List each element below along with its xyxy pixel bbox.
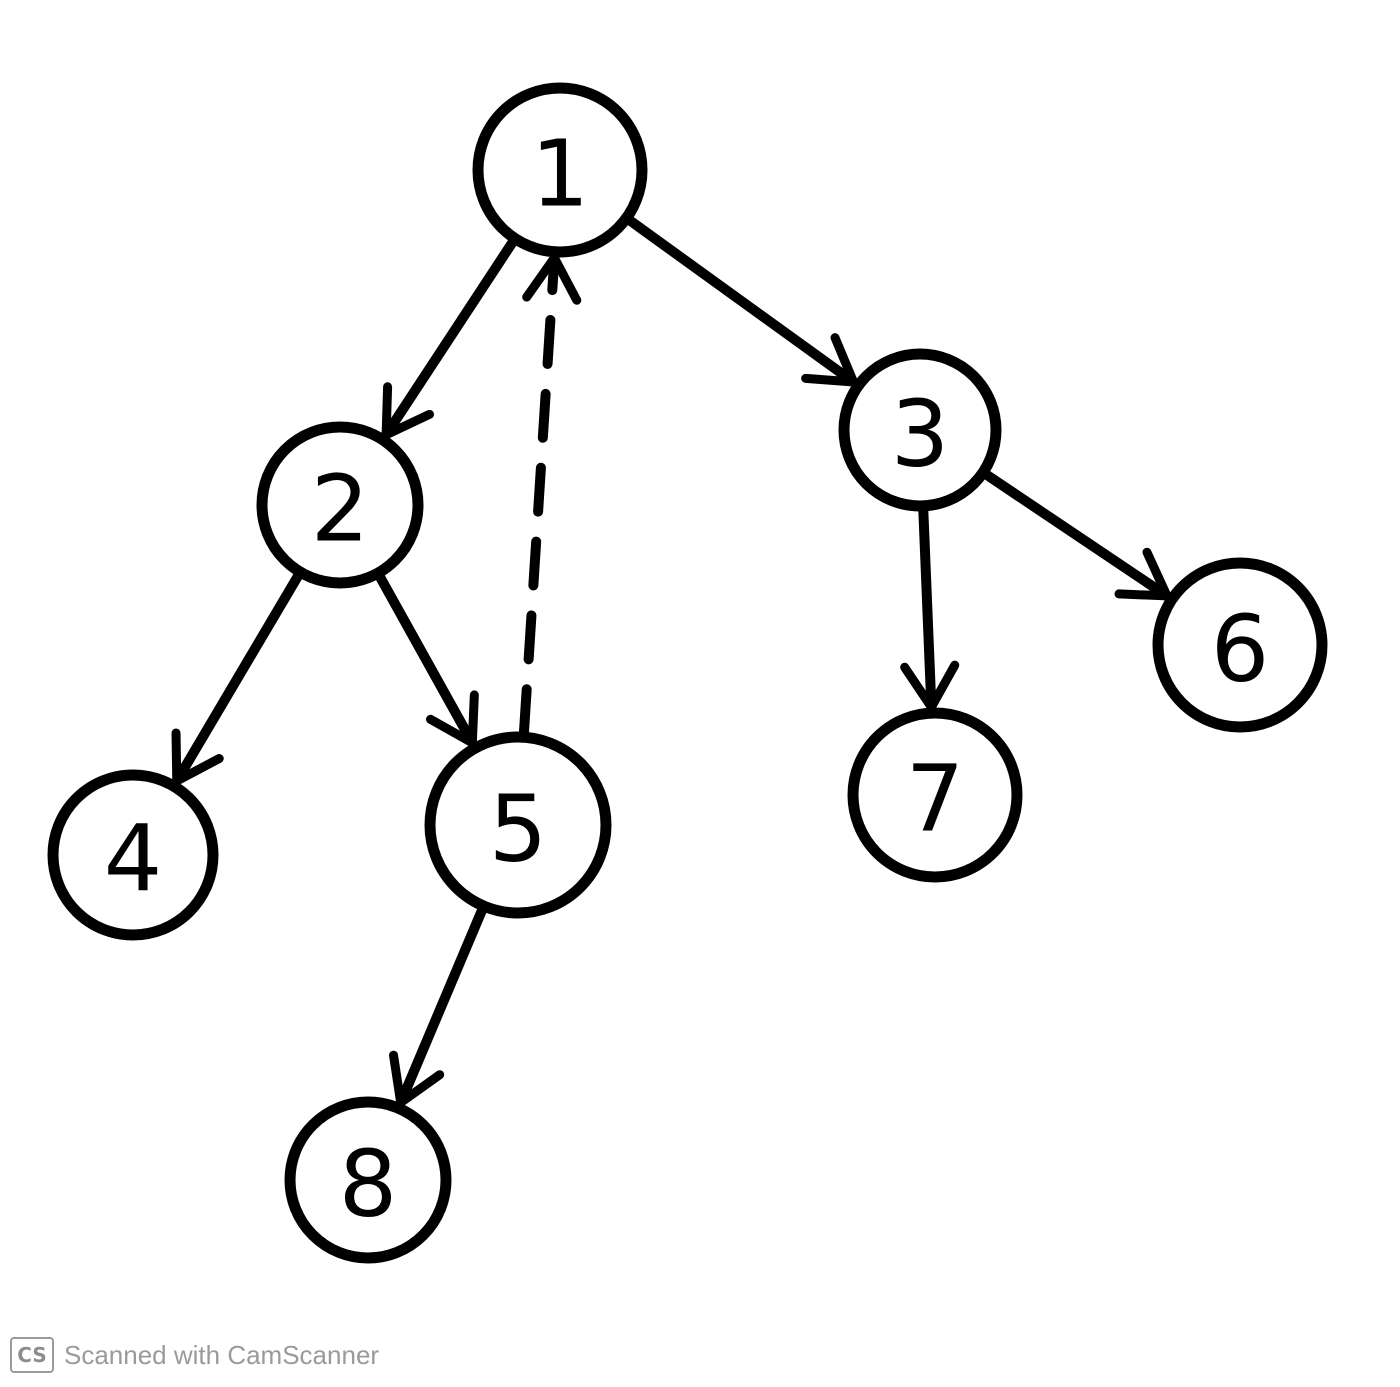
node-5: 5 (424, 731, 612, 919)
node-label: 8 (339, 1131, 398, 1238)
node-circle (838, 348, 1002, 512)
edge-line (981, 469, 1172, 601)
edge-1-to-3 (624, 215, 859, 387)
edge-line (518, 252, 560, 739)
node-circle (472, 82, 648, 258)
node-circle (256, 421, 424, 589)
node-7: 7 (847, 707, 1023, 883)
arrowhead-icon (522, 253, 582, 305)
node-6: 6 (1152, 557, 1328, 733)
node-label: 6 (1211, 596, 1270, 703)
edge-line (918, 504, 937, 713)
edge-line (395, 904, 488, 1108)
watermark-text: Scanned with CamScanner (64, 1339, 380, 1370)
node-2: 2 (256, 421, 424, 589)
edge-3-to-7 (900, 504, 960, 713)
edge-5-to-1 (518, 252, 582, 739)
node-circle (847, 707, 1023, 883)
arrowhead-icon (171, 728, 224, 786)
node-label: 4 (104, 806, 163, 913)
edge-line (171, 570, 304, 786)
edge-line (624, 215, 859, 387)
nodes-layer: 1 2 3 4 5 6 7 8 (47, 82, 1328, 1264)
node-8: 8 (284, 1096, 452, 1264)
node-circle (47, 769, 219, 941)
node-label: 2 (311, 456, 370, 563)
edges-layer (171, 215, 1172, 1108)
edge-line (374, 571, 478, 748)
arrowhead-icon (801, 333, 859, 387)
arrowhead-icon (900, 660, 960, 712)
node-label: 3 (891, 381, 950, 488)
edge-2-to-4 (171, 570, 304, 786)
node-label: 5 (489, 776, 548, 883)
arrowhead-icon (1114, 547, 1172, 601)
arrowhead-icon (381, 382, 435, 440)
camscanner-logo-icon: CS (10, 1337, 54, 1373)
arrowhead-icon (389, 1050, 445, 1108)
node-1: 1 (472, 82, 648, 258)
node-circle (424, 731, 612, 919)
edge-5-to-8 (389, 904, 488, 1108)
edge-1-to-2 (381, 236, 518, 440)
node-label: 1 (531, 121, 590, 228)
edge-2-to-5 (374, 571, 479, 748)
node-4: 4 (47, 769, 219, 941)
edge-line (381, 236, 518, 440)
node-circle (284, 1096, 452, 1264)
edge-3-to-6 (981, 469, 1172, 601)
node-circle (1152, 557, 1328, 733)
node-label: 7 (906, 746, 965, 853)
arrowhead-icon (425, 690, 479, 748)
camscanner-watermark: CS Scanned with CamScanner (10, 1337, 379, 1373)
node-3: 3 (838, 348, 1002, 512)
